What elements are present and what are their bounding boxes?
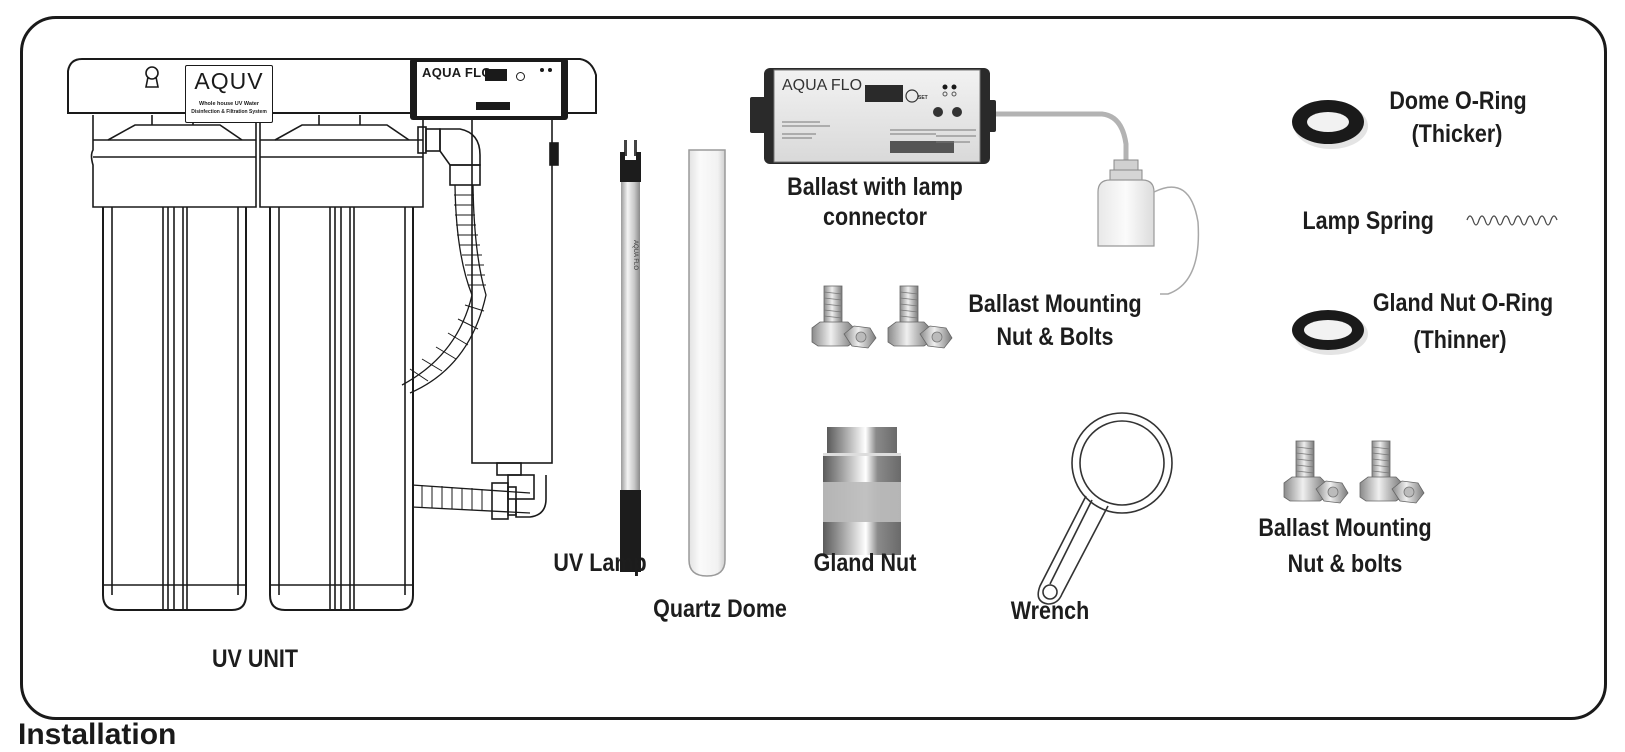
label-gland-nut: Gland Nut	[813, 549, 917, 577]
aquv-logo: AQUV	[194, 68, 264, 94]
label-wrench: Wrench	[1010, 597, 1090, 625]
lamp-print: AQUA FLO	[632, 240, 638, 270]
lamp-spring-icon	[1466, 215, 1558, 226]
dome-o-ring-icon	[1292, 100, 1368, 149]
label-quartz-dome: Quartz Dome	[653, 595, 787, 623]
label-ballast-line2: connector	[823, 203, 927, 231]
unit-ballast-brand: AQUA FLO	[422, 65, 492, 80]
ballast-drawing: AQUA FLO SET	[750, 68, 1200, 295]
keyhole-icon	[145, 66, 159, 88]
section-heading-partial: Installation	[18, 718, 177, 751]
unit-ballast: AQUA FLO	[410, 58, 568, 120]
label-dome-o-ring-line2: (Thicker)	[1411, 120, 1503, 148]
unit-ballast-led	[548, 68, 552, 72]
unit-ballast-warning	[476, 102, 510, 110]
label-ballast-nuts-1-line1: Ballast Mounting	[968, 290, 1142, 318]
aquv-subtitle-1: Whole house UV Water	[199, 101, 259, 107]
unit-ballast-set-button	[516, 72, 525, 81]
quartz-dome-drawing	[688, 149, 726, 577]
label-ballast-nuts-1-line2: Nut & Bolts	[996, 323, 1114, 351]
uv-lamp-drawing: AQUA FLO	[620, 140, 641, 572]
label-gland-nut-o-ring-line2: (Thinner)	[1413, 326, 1507, 354]
label-uv-unit: UV UNIT	[212, 645, 298, 673]
ballast-mounting-bolts-icon	[1280, 437, 1430, 507]
wrench-drawing	[1037, 412, 1173, 605]
label-ballast-nuts-2-line1: Ballast Mounting	[1258, 514, 1432, 542]
label-ballast-nuts-2-line2: Nut & bolts	[1287, 550, 1403, 578]
label-lamp-spring: Lamp Spring	[1302, 207, 1434, 235]
label-dome-o-ring-line1: Dome O-Ring	[1389, 87, 1527, 115]
unit-ballast-led	[540, 68, 544, 72]
gland-nut-drawing	[823, 427, 901, 555]
aquv-label-panel: AQUV Whole house UV Water Disinfection &…	[185, 65, 273, 123]
ballast-set-label: SET	[918, 95, 928, 101]
label-ballast-line1: Ballast with lamp	[787, 173, 963, 201]
unit-ballast-display	[485, 69, 507, 81]
label-uv-lamp: UV Lamp	[553, 549, 647, 577]
ballast-brand: AQUA FLO	[782, 77, 862, 94]
ballast-mounting-bolts-icon	[808, 282, 958, 352]
aquv-subtitle-2: Disinfection & Filtration System	[191, 109, 267, 115]
uv-unit-drawing	[67, 58, 597, 611]
diagram-frame	[20, 16, 1607, 720]
gland-nut-o-ring-icon	[1292, 310, 1368, 355]
label-gland-nut-o-ring-line1: Gland Nut O-Ring	[1372, 289, 1554, 317]
